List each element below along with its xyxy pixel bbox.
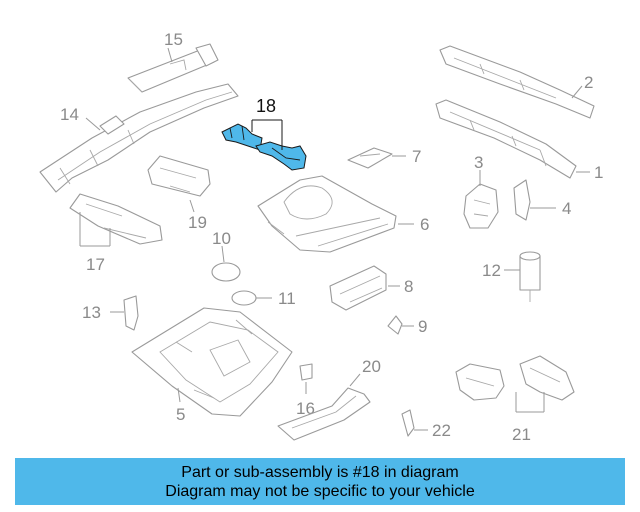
part-19[interactable]: [147, 155, 211, 197]
callout-2: 2: [584, 73, 593, 92]
callout-6: 6: [420, 215, 429, 234]
callout-21: 21: [512, 425, 531, 444]
part-11[interactable]: [231, 290, 257, 306]
callout-20: 20: [362, 357, 381, 376]
callout-19: 19: [188, 213, 207, 232]
callout-14: 14: [60, 105, 79, 124]
callout-3: 3: [474, 153, 483, 172]
callout-17: 17: [86, 255, 105, 274]
callout-8: 8: [404, 277, 413, 296]
callout-5: 5: [176, 405, 185, 424]
parts-diagram: 15 14 18 19 17 10 11 13: [39, 30, 603, 444]
part-18-right-piece[interactable]: [255, 141, 307, 171]
part-8[interactable]: [329, 265, 387, 311]
part-15[interactable]: [127, 43, 219, 93]
part-13[interactable]: [123, 295, 139, 331]
info-banner: Part or sub-assembly is #18 in diagram D…: [15, 458, 625, 505]
part-1[interactable]: [435, 99, 577, 179]
part-5[interactable]: [131, 307, 293, 417]
part-20[interactable]: [277, 387, 371, 441]
part-10[interactable]: [211, 262, 241, 282]
part-4[interactable]: [513, 179, 531, 221]
callout-7: 7: [412, 147, 421, 166]
part-2[interactable]: [439, 45, 595, 119]
banner-line-2: Diagram may not be specific to your vehi…: [165, 482, 475, 500]
callout-18: 18: [256, 96, 276, 116]
part-3[interactable]: [463, 183, 499, 229]
part-21[interactable]: [455, 355, 575, 401]
callout-22: 22: [432, 421, 451, 440]
callout-16: 16: [296, 399, 315, 418]
callout-9: 9: [418, 317, 427, 336]
part-18-highlighted[interactable]: [221, 123, 307, 171]
part-9[interactable]: [387, 315, 403, 335]
part-14[interactable]: [39, 83, 239, 193]
part-12[interactable]: [519, 251, 541, 302]
part-6[interactable]: [257, 175, 397, 253]
callout-13: 13: [82, 303, 101, 322]
part-16[interactable]: [299, 363, 313, 381]
callout-15: 15: [164, 30, 183, 49]
callout-4: 4: [562, 199, 571, 218]
callout-12: 12: [482, 261, 501, 280]
part-17[interactable]: [69, 193, 163, 245]
part-7[interactable]: [347, 147, 393, 169]
callout-10: 10: [212, 229, 231, 248]
callout-1: 1: [594, 163, 603, 182]
banner-line-1: Part or sub-assembly is #18 in diagram: [181, 463, 459, 481]
callout-11: 11: [278, 289, 296, 308]
part-22[interactable]: [401, 409, 415, 437]
